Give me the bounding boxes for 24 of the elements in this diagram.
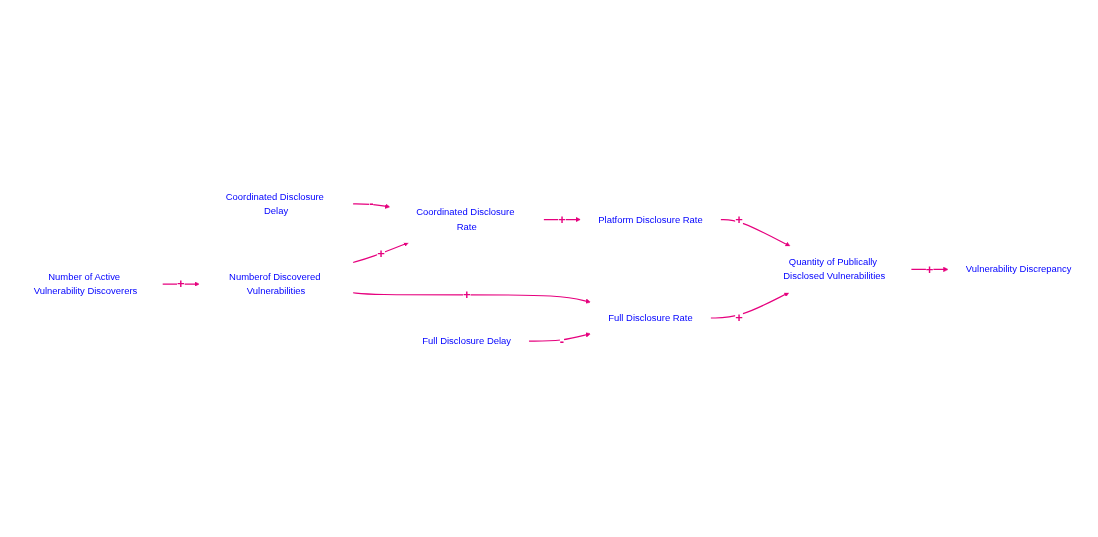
edge-label: + [377, 245, 385, 261]
node-text: Vulnerability Discrepancy [965, 263, 1072, 274]
arrow [352, 202, 391, 209]
node-text: Full Disclosure Delay [422, 335, 512, 346]
edge-label: - [559, 333, 565, 349]
arrow [709, 291, 790, 319]
edge-label: - [369, 196, 374, 211]
arrow [352, 291, 591, 304]
node-text: Full Disclosure Rate [608, 312, 693, 323]
node-text: Coordinated Disclosure Rate [416, 206, 515, 231]
arrow [719, 218, 791, 247]
node-text: Numberof Discovered Vulnerabilities [229, 271, 321, 296]
edge-label: + [558, 211, 566, 227]
node-text: Coordinated Disclosure Delay [225, 191, 324, 216]
edge-label: + [176, 276, 185, 291]
edge-label: + [735, 211, 743, 227]
node-text: Platform Disclosure Rate [598, 213, 703, 224]
node-text: Number of Active Vulnerability Discoverers [33, 271, 138, 296]
edge-label: + [462, 286, 471, 302]
arrow [528, 331, 591, 342]
edge-label: + [925, 261, 934, 277]
node-text: Quantity of Publically Disclosed Vulnerabilities [783, 256, 886, 281]
arrow [910, 266, 949, 272]
edge-label: + [735, 310, 743, 325]
